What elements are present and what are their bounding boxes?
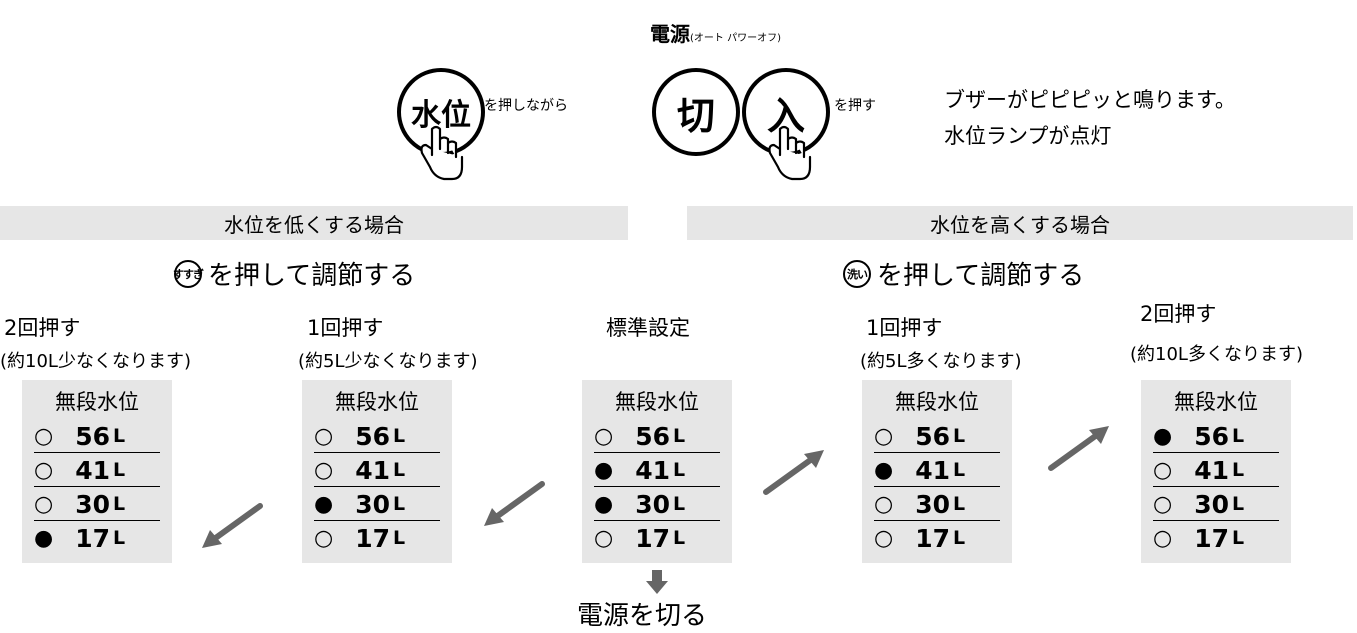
pointing-hand-icon [420, 125, 464, 181]
power-title: 電源(オート パワーオフ) [650, 22, 781, 46]
panel-title: 無段水位 [895, 390, 979, 414]
step-title: 1回押す [866, 316, 943, 340]
lamp-text: 水位ランプが点灯 [944, 124, 1112, 148]
result-text: ブザーがピピピッと鳴ります。 水位ランプが点灯 [944, 82, 1236, 154]
wash-button[interactable]: 洗い [843, 259, 871, 288]
press-text: を押す [834, 98, 876, 114]
power-off-label: 電源を切る [577, 601, 708, 631]
step-title: 1回押す [307, 316, 384, 340]
power-subtitle: (オート パワーオフ) [690, 33, 781, 44]
hold-text: を押しながら [484, 98, 568, 114]
off-button[interactable]: 切 [652, 68, 740, 156]
step-title: 2回押す [4, 316, 81, 340]
wash-instruction: 洗い を押して調節する [843, 255, 1084, 292]
step-title: 2回押す [1140, 302, 1217, 326]
step-note: (約10L少なくなります) [0, 351, 191, 372]
pointing-hand-icon [768, 125, 812, 181]
raise-level-header: 水位を高くする場合 [687, 206, 1353, 240]
arrow-up-right-icon [763, 450, 824, 495]
step-note: (約5L多くなります) [860, 351, 1022, 372]
arrow-down-left-icon [484, 481, 545, 526]
step-note: (約5L少なくなります) [298, 351, 478, 372]
panel-title: 無段水位 [615, 390, 699, 414]
arrow-down-left-icon [202, 503, 263, 548]
step-note: (約10L多くなります) [1130, 344, 1303, 365]
panel-title: 無段水位 [1174, 390, 1258, 414]
arrow-down-icon [646, 570, 668, 594]
step-title: 標準設定 [606, 316, 690, 340]
buzzer-text: ブザーがピピピッと鳴ります。 [944, 88, 1236, 112]
panel-title: 無段水位 [335, 390, 419, 414]
rinse-button[interactable]: すすぎ [173, 259, 204, 288]
lower-level-header: 水位を低くする場合 [0, 206, 628, 240]
arrow-up-right-icon [1048, 426, 1109, 471]
panel-title: 無段水位 [55, 390, 139, 414]
rinse-instruction: すすぎ を押して調節する [173, 259, 416, 291]
